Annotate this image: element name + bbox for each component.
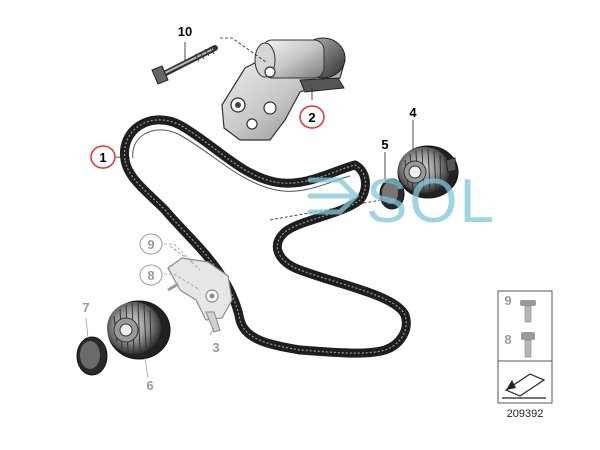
kit-label-9: 9 xyxy=(504,293,511,308)
watermark-text: SOL xyxy=(366,167,496,236)
drive-belt xyxy=(119,115,411,358)
callout-7-label: 7 xyxy=(82,300,89,315)
callout-8-ring xyxy=(139,264,163,286)
callout-2-ring xyxy=(299,105,325,129)
callout-9[interactable]: 9 xyxy=(139,233,163,255)
callout-1-ring xyxy=(90,145,116,169)
callout-3[interactable]: 3 xyxy=(212,340,219,355)
callout-8[interactable]: 8 xyxy=(139,264,163,286)
dust-cap-upper xyxy=(379,178,405,210)
callout-6[interactable]: 6 xyxy=(146,378,153,393)
tensioner-bolt xyxy=(151,45,218,85)
callout-4-label: 4 xyxy=(409,105,417,120)
callout-9-label: 9 xyxy=(147,237,154,252)
kit-arrow-icon xyxy=(502,373,546,399)
idler-pulley-lower xyxy=(107,300,171,360)
kit-legend-box: 9 8 xyxy=(497,290,553,404)
kit-label-8: 8 xyxy=(504,332,511,347)
pulley-bracket xyxy=(167,257,233,333)
callout-10-label: 10 xyxy=(178,24,192,39)
callout-6-label: 6 xyxy=(146,378,153,393)
kit-bolt-9-icon xyxy=(520,300,536,323)
callout-2[interactable]: 2 xyxy=(299,105,325,129)
callout-7[interactable]: 7 xyxy=(82,300,89,315)
watermark-arrow-icon xyxy=(307,177,360,215)
bolt-9 xyxy=(169,245,193,263)
callout-8-label: 8 xyxy=(147,268,154,283)
bolt-8 xyxy=(167,282,179,292)
callout-1-label: 1 xyxy=(99,150,106,165)
callout-1[interactable]: 1 xyxy=(90,145,116,169)
callout-4[interactable]: 4 xyxy=(409,105,417,120)
sol-watermark: SOL xyxy=(307,167,496,236)
callout-3-label: 3 xyxy=(212,340,219,355)
dust-cap-lower xyxy=(76,336,108,376)
callout-5[interactable]: 5 xyxy=(381,137,388,152)
diagram-ref-number: 209392 xyxy=(507,408,544,420)
kit-bolt-8-icon xyxy=(521,332,535,358)
callout-2-label: 2 xyxy=(308,110,315,125)
callout-10[interactable]: 10 xyxy=(178,24,192,39)
idler-pulley-upper xyxy=(397,145,459,199)
callout-9-ring xyxy=(139,233,163,255)
belt-tensioner xyxy=(221,37,346,141)
callout-5-label: 5 xyxy=(381,137,388,152)
leader-lines xyxy=(85,37,414,379)
